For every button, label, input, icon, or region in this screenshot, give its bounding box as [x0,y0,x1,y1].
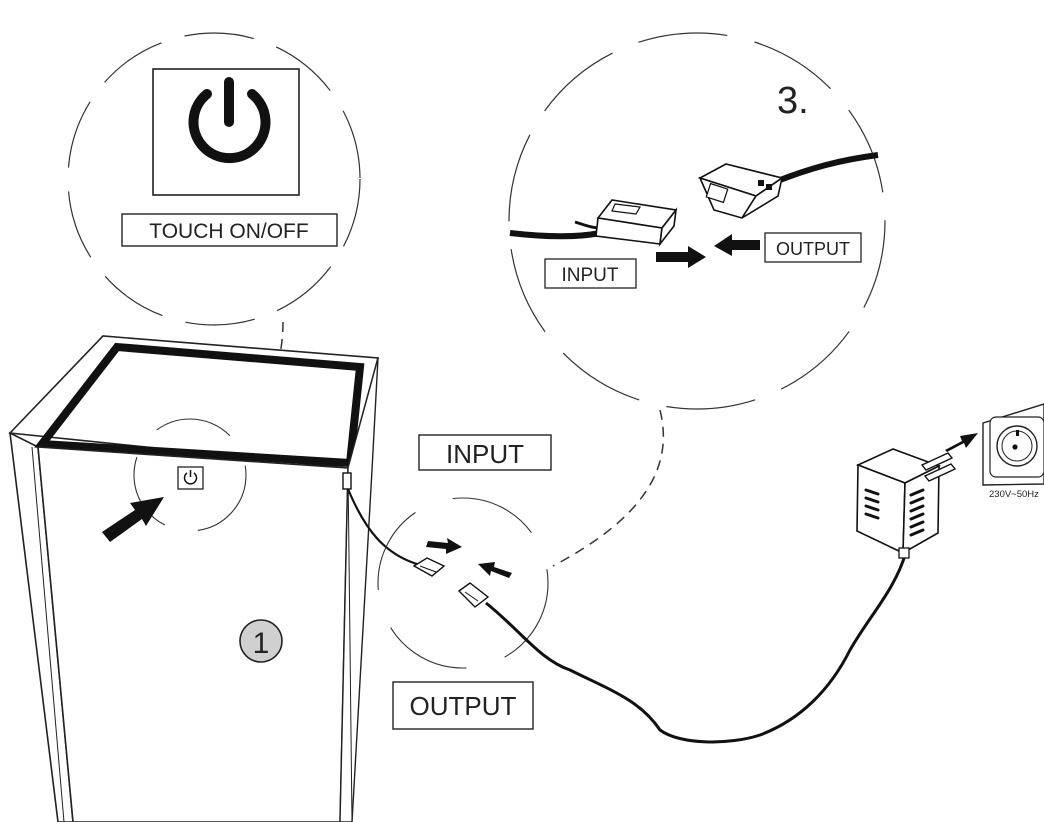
led-cable [346,488,421,567]
wall-socket-icon [982,403,1044,486]
touch-label-box [121,213,338,247]
connector-leader-line [552,409,665,567]
cabinet: 1 [8,335,421,822]
push-arrow-icon [102,497,164,542]
input-box [418,434,552,471]
connection-detail: INPUT OUTPUT [377,434,552,730]
input-label-box [544,258,637,289]
small-right-arrow [426,538,462,554]
cabinet-touch-button [177,466,204,490]
connector-callout-circle [508,32,886,410]
push-right-arrow [656,246,706,268]
cabinet-number-badge [239,619,283,663]
output-connector [697,163,784,219]
plug-in-arrow [945,433,978,452]
small-input-plug [412,557,446,577]
power-adapter [855,448,957,559]
power-callout: TOUCH ON/OFF [67,32,361,326]
output-label-box [764,232,862,263]
callout-input-label: INPUT [562,265,619,286]
socket-voltage-label: 230V~50Hz [989,489,1039,500]
input-connector [595,199,678,247]
connector-callout: 3. INPUT OUTPUT [508,32,886,410]
output-box [392,681,534,730]
output-cable [773,152,879,185]
cabinet-number: 1 [253,627,270,660]
callout-output-label: OUTPUT [776,239,850,259]
button-highlight-circle [133,418,247,532]
small-power-icon [183,470,198,485]
input-cable [509,230,601,240]
small-output-plug [457,582,490,608]
connection-circle [377,497,549,669]
step-number: 3. [777,80,809,122]
small-left-arrow [478,562,512,578]
touch-on-off-label: TOUCH ON/OFF [149,220,308,243]
callout-circle [67,32,361,326]
connection-input-label: INPUT [446,439,524,469]
led-frame [34,342,365,468]
connection-output-label: OUTPUT [410,691,517,721]
power-icon [188,77,271,164]
adapter-cable [485,551,908,744]
push-left-arrow [714,234,760,256]
